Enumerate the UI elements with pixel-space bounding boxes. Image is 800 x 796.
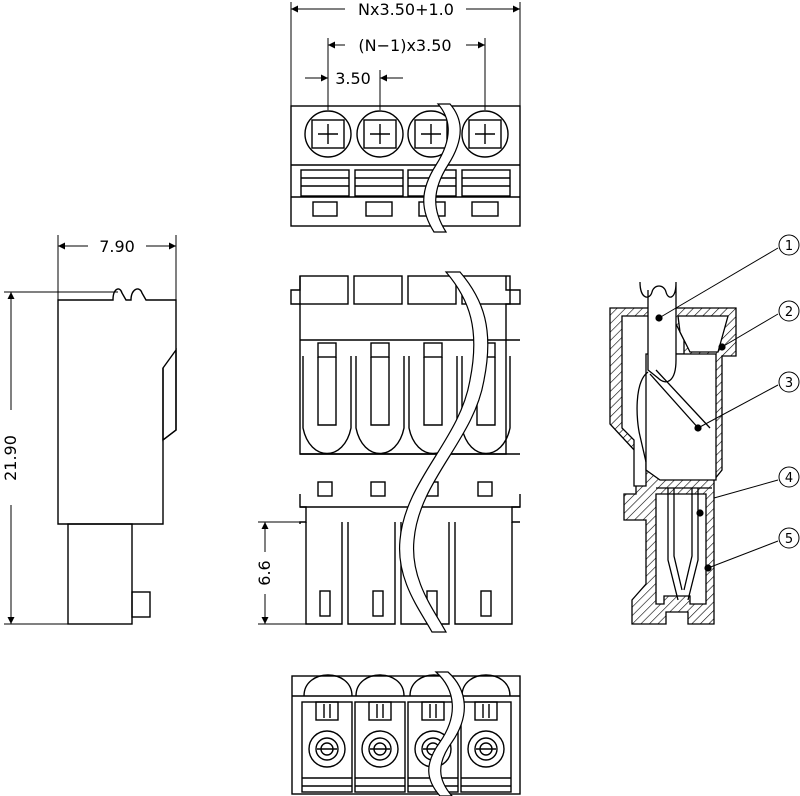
- break-line: [428, 671, 465, 796]
- top-view-pole: [300, 110, 352, 217]
- top-view-pole: [461, 110, 511, 217]
- top-dimensions: [290, 2, 521, 110]
- callout-3-label: 3: [785, 376, 793, 391]
- section-view: [609, 281, 737, 625]
- callout-2: 2: [778, 300, 800, 322]
- callout-2-label: 2: [785, 305, 793, 320]
- dimension-pitch: 3.50: [335, 69, 371, 88]
- side-dimensions: [4, 235, 177, 625]
- callout-leaders: [658, 247, 779, 569]
- callout-1-label: 1: [785, 239, 793, 254]
- front-view-latch: [302, 342, 352, 454]
- bottom-view: [291, 674, 521, 795]
- callout-5-label: 5: [785, 532, 793, 547]
- callout-5: 5: [778, 527, 800, 549]
- callout-1: 1: [778, 234, 800, 256]
- front-view-latch: [355, 342, 405, 454]
- bottom-view-pole: [354, 701, 406, 793]
- dimension-overall-width: Nx3.50+1.0: [358, 0, 454, 19]
- top-view-pole: [354, 110, 404, 217]
- bottom-view-pole: [301, 701, 353, 793]
- bottom-view-pole: [460, 701, 512, 793]
- dimension-depth: 7.90: [99, 237, 135, 256]
- callout-4-label: 4: [785, 471, 793, 486]
- callout-dots: [655, 314, 726, 572]
- dimension-pitch-span: (N−1)x3.50: [358, 36, 451, 55]
- break-line: [423, 103, 461, 233]
- dimension-height: 21.90: [1, 435, 20, 481]
- side-view: [57, 288, 177, 625]
- plug-dimension: [258, 521, 306, 625]
- break-line: [398, 271, 489, 633]
- dimension-plug-length: 6.6: [255, 560, 274, 585]
- callout-4: 4: [778, 466, 800, 488]
- top-view: [290, 105, 521, 227]
- callout-3: 3: [778, 371, 800, 393]
